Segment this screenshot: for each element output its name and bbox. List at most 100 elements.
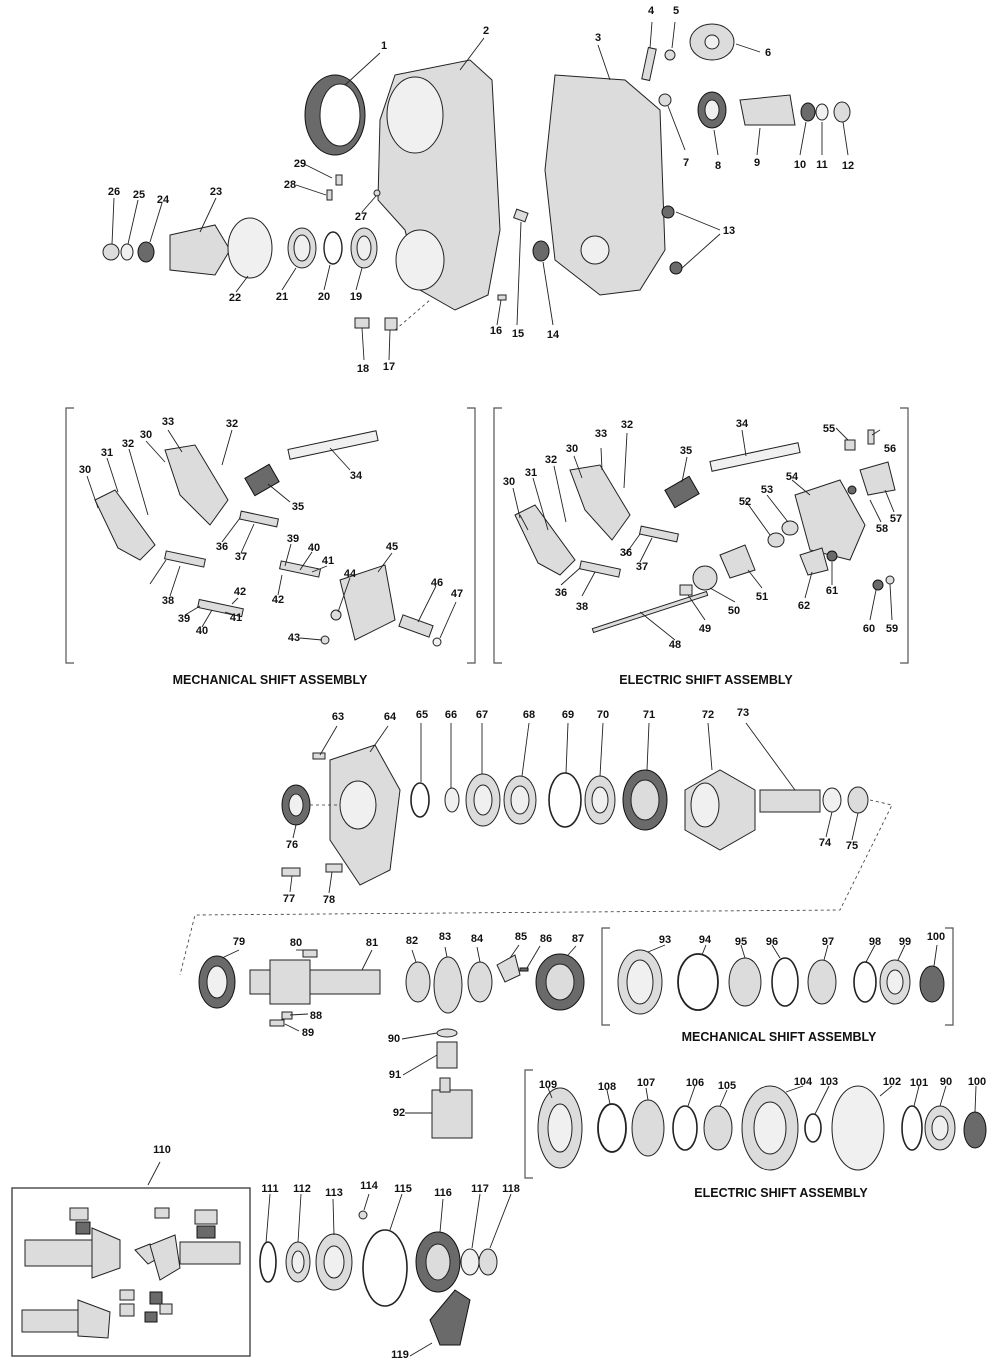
callout-63: 63 xyxy=(332,711,344,723)
callout-43: 43 xyxy=(288,632,300,644)
callout-34: 34 xyxy=(350,470,363,482)
callout-118: 118 xyxy=(502,1183,520,1195)
callout-8: 8 xyxy=(715,160,721,172)
callout-29: 29 xyxy=(294,158,306,170)
callout-97: 97 xyxy=(822,936,834,948)
callout-66: 66 xyxy=(445,709,457,721)
callout-42: 42 xyxy=(272,594,284,606)
callout-37: 37 xyxy=(636,561,648,573)
callout-35: 35 xyxy=(680,445,692,457)
callout-54: 54 xyxy=(786,471,799,483)
callout-98: 98 xyxy=(869,936,881,948)
callout-32: 32 xyxy=(545,454,557,466)
callout-53: 53 xyxy=(761,484,773,496)
callout-4: 4 xyxy=(648,5,655,17)
callout-95: 95 xyxy=(735,936,747,948)
callout-104: 104 xyxy=(794,1076,813,1088)
callout-25: 25 xyxy=(133,189,145,201)
callout-41: 41 xyxy=(230,612,242,624)
case-assembly xyxy=(102,21,851,361)
callout-74: 74 xyxy=(819,837,832,849)
callout-81: 81 xyxy=(366,937,378,949)
section-titles: MECHANICAL SHIFT ASSEMBLY ELECTRIC SHIFT… xyxy=(173,673,877,1200)
callout-94: 94 xyxy=(699,934,712,946)
callout-16: 16 xyxy=(490,325,502,337)
callout-84: 84 xyxy=(471,933,484,945)
callout-30: 30 xyxy=(566,443,578,455)
callout-11: 11 xyxy=(816,159,828,171)
misc-small-parts xyxy=(641,23,851,275)
callout-83: 83 xyxy=(439,931,451,943)
callout-58: 58 xyxy=(876,523,888,535)
callout-93: 93 xyxy=(659,934,671,946)
callout-21: 21 xyxy=(276,291,288,303)
callout-24: 24 xyxy=(157,194,170,206)
callout-82: 82 xyxy=(406,935,418,947)
callout-13: 13 xyxy=(723,225,735,237)
callout-39: 39 xyxy=(287,533,299,545)
callout-77: 77 xyxy=(283,893,295,905)
callout-86: 86 xyxy=(540,933,552,945)
callout-39: 39 xyxy=(178,613,190,625)
front-case-half-part xyxy=(377,59,501,311)
callout-3: 3 xyxy=(595,32,601,44)
callout-70: 70 xyxy=(597,709,609,721)
callout-115: 115 xyxy=(394,1183,412,1195)
callout-51: 51 xyxy=(756,591,768,603)
callout-20: 20 xyxy=(318,291,330,303)
callout-59: 59 xyxy=(886,623,898,635)
callout-52: 52 xyxy=(739,496,751,508)
callout-36: 36 xyxy=(555,587,567,599)
callout-113: 113 xyxy=(325,1187,343,1199)
callout-110: 110 xyxy=(153,1144,171,1156)
mechanical-shift-title-lower: MECHANICAL SHIFT ASSEMBLY xyxy=(682,1030,877,1044)
callout-10: 10 xyxy=(794,159,806,171)
callout-15: 15 xyxy=(512,328,524,340)
callout-100: 100 xyxy=(927,931,945,943)
callout-42: 42 xyxy=(234,586,246,598)
callout-37: 37 xyxy=(235,551,247,563)
callout-108: 108 xyxy=(598,1081,616,1093)
callout-32: 32 xyxy=(621,419,633,431)
callout-73: 73 xyxy=(737,707,749,719)
callout-34: 34 xyxy=(736,418,749,430)
callout-36: 36 xyxy=(216,541,228,553)
callout-1: 1 xyxy=(381,40,387,52)
callout-114: 114 xyxy=(360,1180,379,1192)
callout-32: 32 xyxy=(226,418,238,430)
callout-7: 7 xyxy=(683,157,689,169)
internal-gear-train xyxy=(179,722,987,1179)
output-leader-lines xyxy=(147,1161,512,1357)
callout-12: 12 xyxy=(842,160,854,172)
callout-119: 119 xyxy=(391,1349,409,1361)
callout-32: 32 xyxy=(122,438,134,450)
callout-106: 106 xyxy=(686,1077,704,1089)
callout-72: 72 xyxy=(702,709,714,721)
callout-40: 40 xyxy=(308,542,320,554)
callout-102: 102 xyxy=(883,1076,901,1088)
callout-56: 56 xyxy=(884,443,896,455)
callout-87: 87 xyxy=(572,933,584,945)
callout-49: 49 xyxy=(699,623,711,635)
callout-26: 26 xyxy=(108,186,120,198)
callout-23: 23 xyxy=(210,186,222,198)
mechanical-shift-parts xyxy=(94,430,442,647)
electric-shift-title-lower: ELECTRIC SHIFT ASSEMBLY xyxy=(694,1186,868,1200)
callout-64: 64 xyxy=(384,711,397,723)
callout-88: 88 xyxy=(310,1010,322,1022)
callout-78: 78 xyxy=(323,894,335,906)
callout-92: 92 xyxy=(393,1107,405,1119)
rear-case-half-part xyxy=(544,74,666,296)
callout-46: 46 xyxy=(431,577,443,589)
callout-80: 80 xyxy=(290,937,302,949)
callout-50: 50 xyxy=(728,605,740,617)
case-leader-lines xyxy=(111,21,849,361)
callout-116: 116 xyxy=(434,1187,452,1199)
callout-41: 41 xyxy=(322,555,334,567)
shift-assemblies xyxy=(65,407,909,664)
callout-33: 33 xyxy=(595,428,607,440)
callout-9: 9 xyxy=(754,157,760,169)
callout-44: 44 xyxy=(344,568,357,580)
output-section xyxy=(11,1161,512,1357)
